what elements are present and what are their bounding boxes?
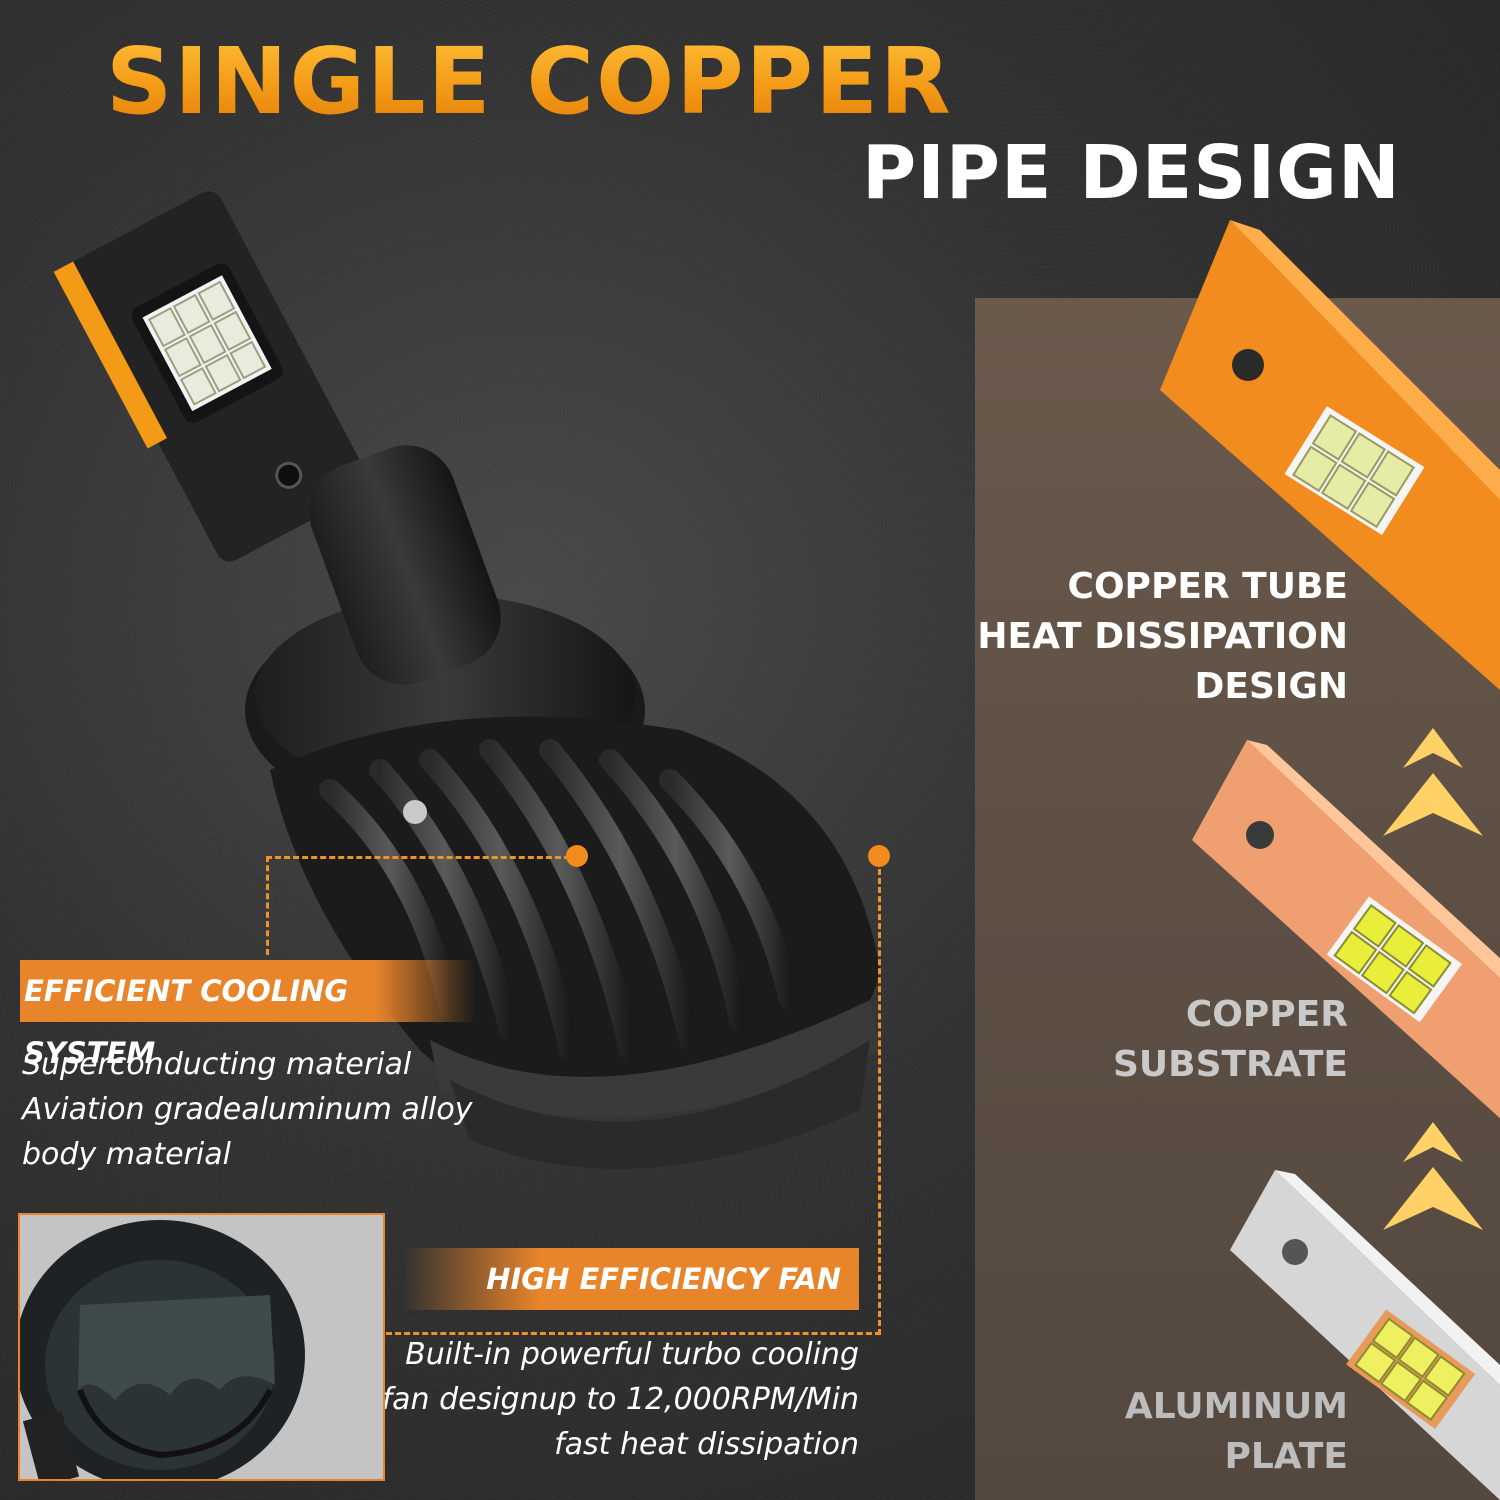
bulb-blade: [53, 191, 370, 562]
layer-label-line: COPPER: [1185, 994, 1348, 1035]
fan-connector-dot: [868, 845, 890, 867]
cooling-line: body material: [22, 1137, 231, 1172]
copper-substrate-illustration: [1192, 740, 1500, 1119]
cooling-line: Superconducting material: [22, 1047, 412, 1082]
copper-tube-illustration: [1160, 220, 1500, 690]
fan-description: Built-in powerful turbo cooling fan desi…: [382, 1332, 859, 1467]
layer-label-aluminum-plate: ALUMINUM PLATE: [1125, 1382, 1348, 1482]
layer-label-copper-substrate: COPPER SUBSTRATE: [1113, 990, 1348, 1090]
fan-line: fan designup to 12,000RPM/Min: [381, 1382, 859, 1417]
chevron-up-icon: [1383, 728, 1483, 836]
fan-line: Built-in powerful turbo cooling: [405, 1337, 859, 1372]
fan-banner: HIGH EFFICIENCY FAN: [402, 1248, 859, 1310]
cooling-connector-dot: [566, 845, 588, 867]
title-line-1: SINGLE COPPER: [106, 28, 953, 135]
layer-label-line: COPPER TUBE: [1067, 566, 1348, 607]
layer-label-line: SUBSTRATE: [1112, 1044, 1348, 1085]
layer-label-line: PLATE: [1224, 1436, 1348, 1477]
cooling-description: Superconducting material Aviation gradea…: [22, 1042, 473, 1177]
fan-closeup-photo: [18, 1213, 385, 1481]
cooling-connector-line: [266, 856, 579, 955]
cooling-banner: EFFICIENT COOLING SYSTEM: [20, 960, 475, 1070]
fan-line: fast heat dissipation: [554, 1427, 859, 1462]
layer-label-line: ALUMINUM: [1124, 1386, 1348, 1427]
title-line-2: PIPE DESIGN: [862, 130, 1401, 216]
layer-label-copper-tube: COPPER TUBE HEAT DISSIPATION DESIGN: [977, 562, 1348, 712]
layer-label-line: HEAT DISSIPATION: [977, 616, 1348, 657]
cooling-line: Aviation gradealuminum alloy: [22, 1092, 473, 1127]
aluminum-plate-illustration: [1230, 1170, 1500, 1500]
chevron-up-icon: [1383, 1122, 1483, 1230]
layer-label-line: DESIGN: [1194, 666, 1348, 707]
fan-connector-line: [386, 860, 881, 1335]
